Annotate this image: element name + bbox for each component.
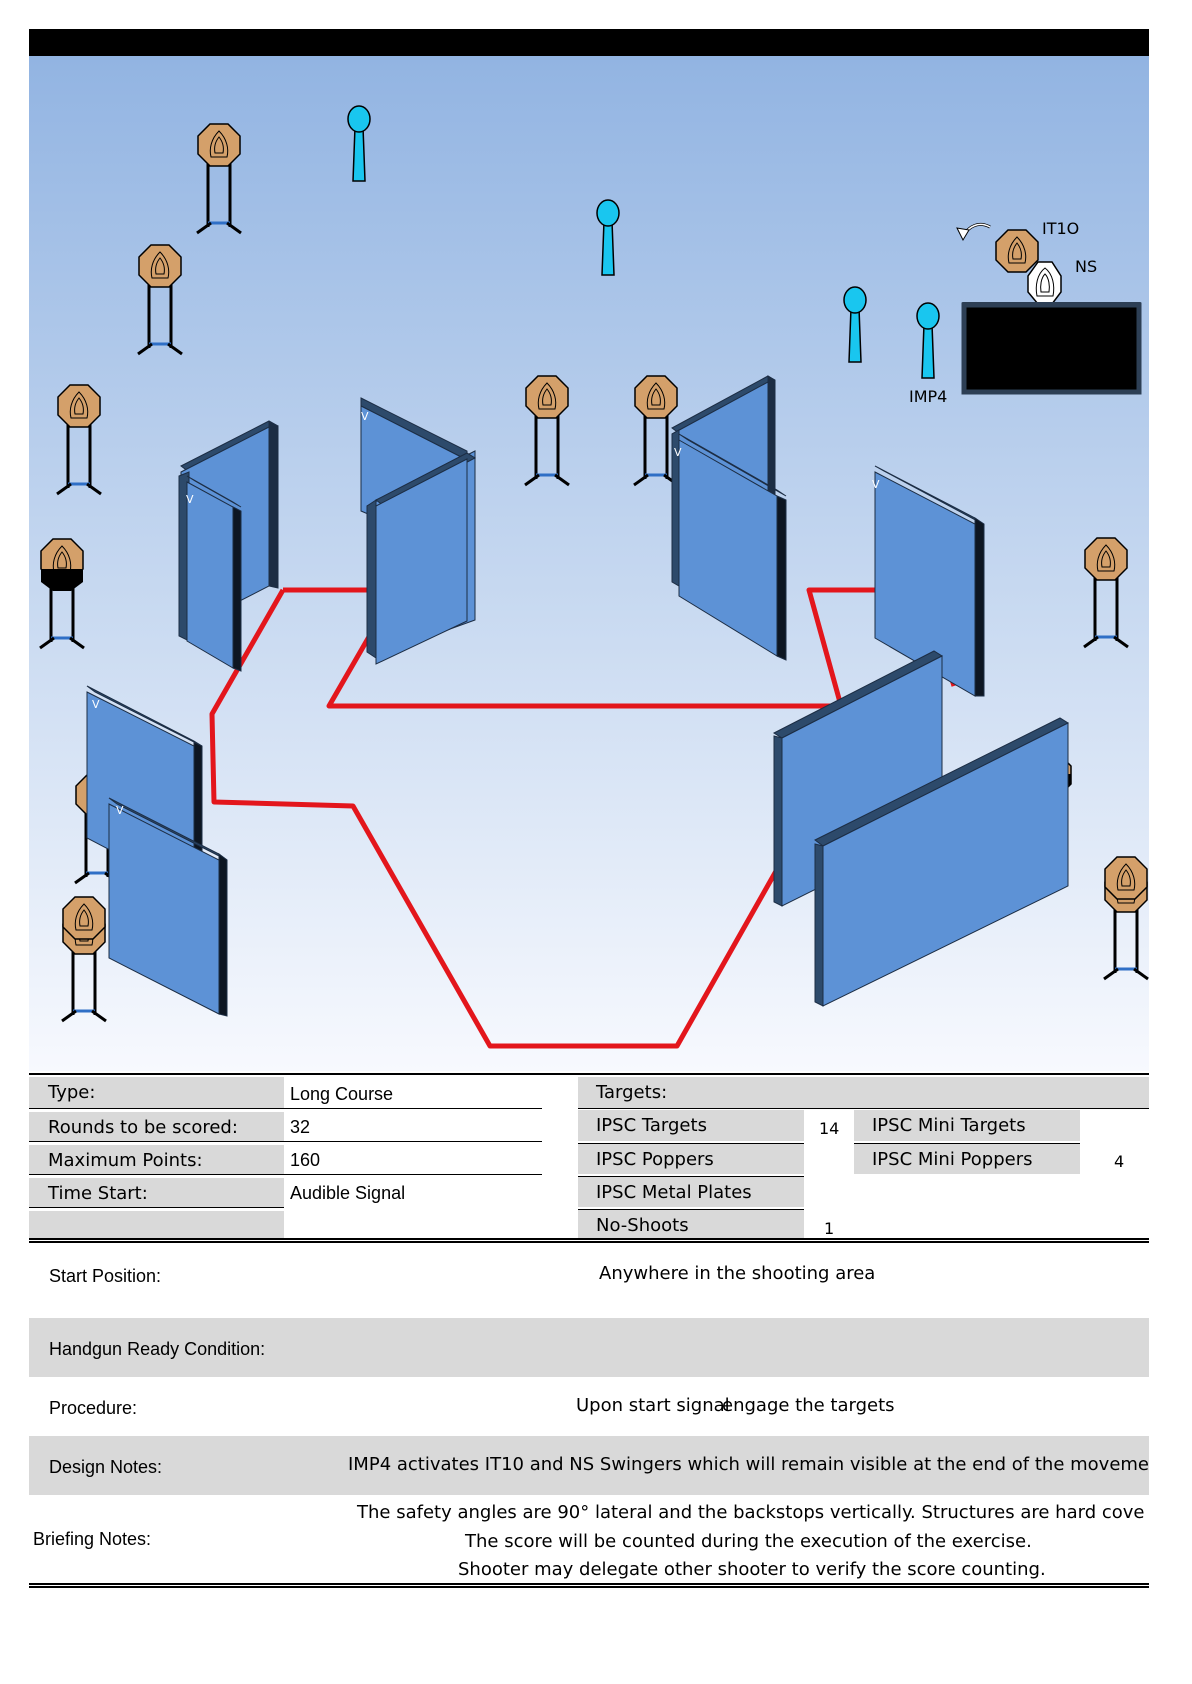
briefing-line-3: Shooter may delegate other shooter to ve… (458, 1559, 1046, 1580)
ipsc-mini-poppers-label: IPSC Mini Poppers (854, 1143, 1080, 1174)
wall-marker: V (674, 446, 682, 459)
wall (86, 375, 1070, 1017)
max-points-label: Maximum Points: (29, 1143, 284, 1174)
start-position-label: Start Position: (49, 1266, 162, 1286)
swinger-group (956, 222, 1142, 395)
swinger-target (995, 229, 1039, 273)
ready-condition-row: Handgun Ready Condition: (29, 1318, 1149, 1377)
ns-label: NS (1075, 257, 1097, 276)
type-label: Type: (29, 1077, 284, 1108)
briefing-line-1: The safety angles are 90° lateral and th… (357, 1502, 1145, 1523)
stage-diagram: V V V V V V IT1O NS IMP4 (29, 56, 1149, 1071)
wall-marker: V (361, 410, 369, 423)
ipsc-target-partial (38, 537, 86, 650)
rounds-label: Rounds to be scored: (29, 1110, 284, 1141)
wall-marker: V (116, 804, 124, 817)
empty-label-cell (29, 1209, 284, 1240)
wall-marker: V (186, 493, 194, 506)
ipsc-targets-value: 14 (819, 1119, 840, 1138)
ipsc-mini-targets-label: IPSC Mini Targets (854, 1110, 1080, 1141)
max-points-value: 160 (290, 1150, 321, 1170)
start-position-row: Start Position: Anywhere in the shooting… (29, 1246, 1149, 1306)
ipsc-poppers-label: IPSC Poppers (578, 1143, 804, 1174)
procedure-value-b: engage the targets (722, 1395, 895, 1416)
briefing-notes-row: Briefing Notes: The safety angles are 90… (29, 1495, 1149, 1583)
ipsc-target (62, 896, 106, 940)
stage-info-table: Type: Rounds to be scored: Maximum Point… (29, 1073, 1149, 1245)
imp4-label: IMP4 (909, 387, 947, 406)
rounds-value: 32 (290, 1117, 311, 1137)
it10-label: IT1O (1042, 219, 1079, 238)
time-start-value: Audible Signal (290, 1183, 406, 1203)
time-start-label: Time Start: (29, 1176, 284, 1207)
no-shoots-label: No-Shoots (578, 1209, 804, 1240)
design-notes-value: IMP4 activates IT10 and NS Swingers whic… (348, 1454, 1149, 1475)
ipsc-metal-plates-label: IPSC Metal Plates (578, 1176, 804, 1207)
procedure-row: Procedure: Upon start signal engage the … (29, 1377, 1149, 1436)
no-shoots-value: 1 (824, 1219, 835, 1238)
divider (29, 1583, 1149, 1588)
wall-marker: V (92, 698, 100, 711)
design-notes-label: Design Notes: (49, 1457, 163, 1477)
header-bar (29, 29, 1149, 56)
start-position-value: Anywhere in the shooting area (599, 1263, 876, 1284)
targets-label: Targets: (578, 1077, 1149, 1108)
no-shoot-target (1027, 261, 1062, 305)
divider (29, 1238, 1149, 1243)
briefing-notes-label: Briefing Notes: (33, 1529, 152, 1549)
ipsc-mini-poppers-value: 4 (1114, 1152, 1125, 1171)
ipsc-target (1104, 856, 1148, 900)
ready-condition-label: Handgun Ready Condition: (49, 1339, 266, 1359)
wall-marker: V (872, 478, 880, 491)
briefing-line-2: The score will be counted during the exe… (465, 1531, 1032, 1552)
design-notes-row: Design Notes: IMP4 activates IT10 and NS… (29, 1436, 1149, 1495)
ipsc-targets-label: IPSC Targets (578, 1110, 804, 1141)
procedure-value-a: Upon start signal (576, 1395, 730, 1416)
procedure-label: Procedure: (49, 1398, 138, 1418)
type-value: Long Course (290, 1084, 394, 1104)
